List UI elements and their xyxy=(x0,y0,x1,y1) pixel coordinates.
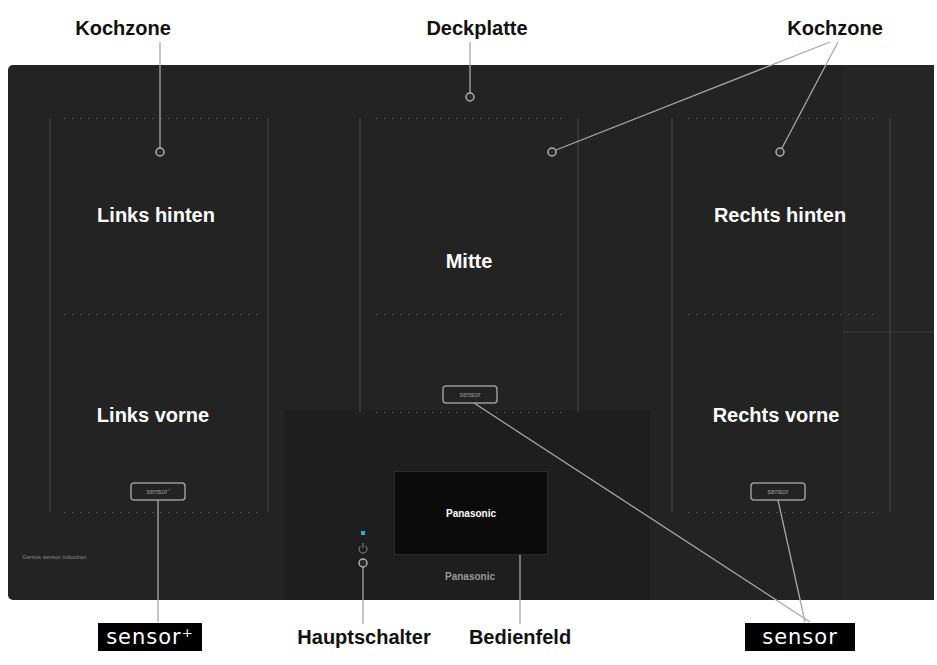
cooktop-plate xyxy=(8,65,934,600)
callout-label: Hauptschalter xyxy=(297,626,430,649)
callout-label: Kochzone xyxy=(787,17,883,40)
callout-label: Kochzone xyxy=(75,17,171,40)
power-icon xyxy=(359,543,367,553)
badge-text: sensor⁺ xyxy=(106,625,194,649)
control-panel: Panasonic xyxy=(394,471,548,555)
sensor-badge: sensor⁺ xyxy=(98,623,202,651)
zone-name: Mitte xyxy=(446,250,493,273)
control-strip xyxy=(285,410,650,600)
button-print: sensor⁺ xyxy=(146,488,169,496)
zone-name: Links vorne xyxy=(97,404,209,427)
badge-text: sensor xyxy=(762,625,838,649)
zone-name: Links hinten xyxy=(97,204,215,227)
zone-lines xyxy=(50,118,890,512)
zone-name: Rechts vorne xyxy=(713,404,840,427)
button-print: sensor xyxy=(459,391,480,399)
brand-logo: Panasonic xyxy=(446,508,496,519)
brand-print: Panasonic xyxy=(445,571,495,583)
zone-name: Rechts hinten xyxy=(714,204,846,227)
plate-edge xyxy=(843,65,934,600)
callout-label: Bedienfeld xyxy=(469,626,571,649)
zone-dotted-lines xyxy=(62,117,880,513)
plate-print: Genius sensor induction xyxy=(22,554,86,561)
callout-label: Deckplatte xyxy=(426,17,527,40)
power-led xyxy=(361,531,365,535)
leader-lines xyxy=(158,42,838,624)
callout-dots xyxy=(156,93,784,567)
button-print: sensor xyxy=(767,488,788,496)
sensor-badge: sensor xyxy=(745,623,855,651)
